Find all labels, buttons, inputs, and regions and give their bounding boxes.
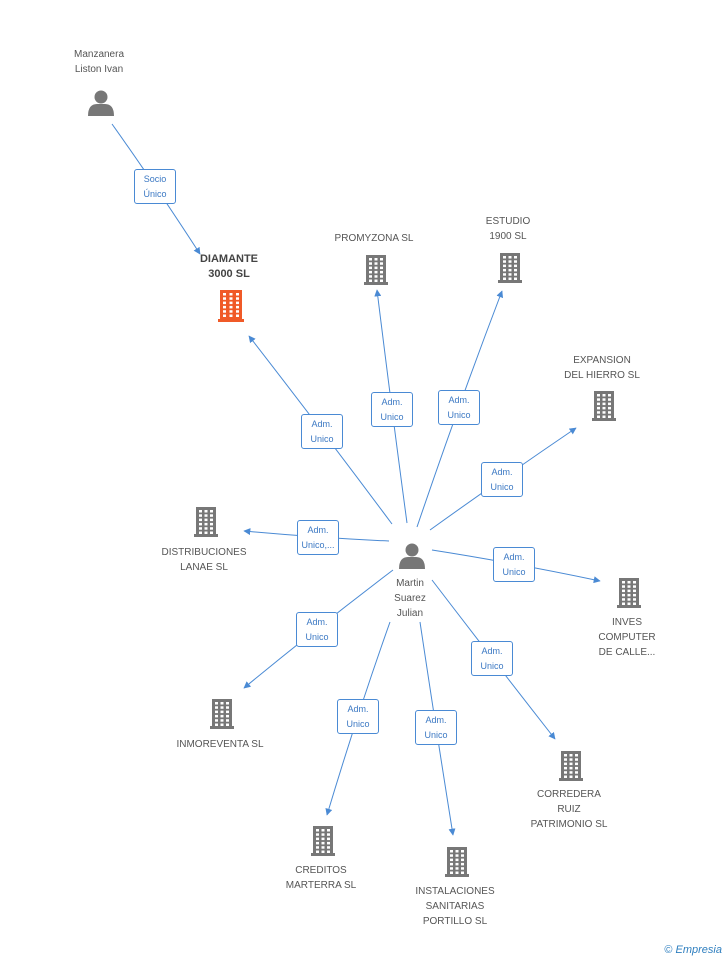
company-building-icon[interactable] <box>592 391 616 421</box>
edge-label-promyzona[interactable]: Adm. Unico <box>371 392 413 427</box>
edge-label-inmoreventa[interactable]: Adm. Unico <box>296 612 338 647</box>
company-building-icon[interactable] <box>559 751 583 781</box>
company-building-icon[interactable] <box>364 255 388 285</box>
empresia-brand[interactable]: ©Empresia <box>664 944 722 956</box>
node-label-creditos[interactable]: CREDITOS MARTERRA SL <box>285 865 357 891</box>
edge-label-distribuciones[interactable]: Adm. Unico,... <box>297 520 339 555</box>
edge-label-expansion[interactable]: Adm. Unico <box>481 462 523 497</box>
node-label-distribuciones[interactable]: DISTRIBUCIONES LANAE SL <box>161 547 247 573</box>
edge-label-diamante[interactable]: Adm. Unico <box>301 414 343 449</box>
company-building-icon[interactable] <box>498 253 522 283</box>
company-building-icon[interactable] <box>617 578 641 608</box>
company-building-icon[interactable] <box>210 699 234 729</box>
node-label-martin[interactable]: Martin Suarez Julian <box>394 578 426 619</box>
copyright-icon: © <box>664 944 673 956</box>
node-label-inmoreventa[interactable]: INMOREVENTA SL <box>176 739 264 750</box>
node-label-corredera[interactable]: CORREDERA RUIZ PATRIMONIO SL <box>530 789 608 830</box>
edge-label-creditos[interactable]: Adm. Unico <box>337 699 379 734</box>
edge-label-corredera[interactable]: Adm. Unico <box>471 641 513 676</box>
person-icon[interactable] <box>88 90 114 117</box>
node-label-diamante[interactable]: DIAMANTE 3000 SL <box>199 253 259 280</box>
edge-label-diamante[interactable]: Socio Único <box>134 169 176 204</box>
node-label-estudio[interactable]: ESTUDIO 1900 SL <box>485 216 531 242</box>
node-label-expansion[interactable]: EXPANSION DEL HIERRO SL <box>564 355 640 381</box>
node-label-manzanera[interactable]: Manzanera Liston Ivan <box>73 49 125 75</box>
edge-label-inves[interactable]: Adm. Unico <box>493 547 535 582</box>
main-company-building-icon[interactable] <box>218 290 244 322</box>
brand-name: Empresia <box>675 944 722 956</box>
company-building-icon[interactable] <box>311 826 335 856</box>
edge-label-instalaciones[interactable]: Adm. Unico <box>415 710 457 745</box>
node-label-promyzona[interactable]: PROMYZONA SL <box>334 233 414 244</box>
company-building-icon[interactable] <box>194 507 218 537</box>
node-label-inves[interactable]: INVES COMPUTER DE CALLE... <box>598 617 656 658</box>
company-building-icon[interactable] <box>445 847 469 877</box>
person-icon[interactable] <box>399 543 425 570</box>
node-label-instalaciones[interactable]: INSTALACIONES SANITARIAS PORTILLO SL <box>415 886 495 927</box>
edge-label-estudio[interactable]: Adm. Unico <box>438 390 480 425</box>
